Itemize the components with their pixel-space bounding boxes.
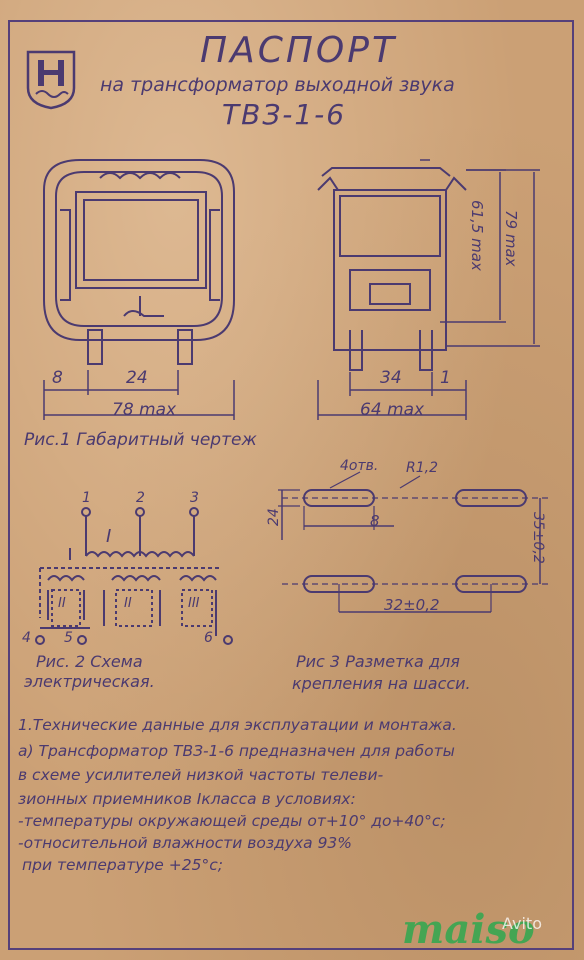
terminal-5: 5 [64,630,73,646]
transformer-model: ТВЗ-1-6 [222,98,347,131]
terminal-6: 6 [204,630,213,646]
watermark-sub: Avito [502,914,542,933]
text-line-7: при температуре +25°с; [22,856,223,874]
document-subtitle: на трансформатор выходной звука [100,74,455,96]
dim-1: 1 [440,368,451,388]
dim-78-max: 78 max [112,400,177,420]
text-line-3: в схеме усилителей низкой частоты телеви… [18,766,384,784]
dim-61-5-max: 61,5 max [468,200,486,271]
text-line-5: -температуры окружающей среды от+10° до+… [18,812,446,830]
mounting-markup [278,471,550,613]
terminal-4: 4 [22,630,31,646]
terminal-2: 2 [136,490,145,506]
radius-label: R1,2 [406,460,438,476]
terminal-3: 3 [190,490,199,506]
dim-24-fig3: 24 [266,508,282,526]
dim-32: 32±0,2 [384,596,440,614]
front-view-drawing [43,159,235,420]
dim-8-fig3: 8 [370,512,380,530]
winding-II-b: II [124,596,132,611]
fig2-caption-line2: электрическая. [24,672,155,691]
winding-II-a: II [58,596,66,611]
fig2-caption-line1: Рис. 2 Схема [36,652,143,671]
electrical-scheme [35,507,233,645]
dim-34: 34 [380,368,402,388]
text-line-1: 1.Технические данные для эксплуатации и … [18,716,457,734]
dim-64-max: 64 max [360,400,425,420]
side-view-drawing [317,159,540,420]
winding-I: I [106,526,112,547]
dim-8: 8 [52,368,63,388]
winding-III: III [188,596,200,611]
watermark-brand: maiso [402,906,535,953]
document-frame [8,20,574,950]
fig3-caption-line1: Рис 3 Разметка для [296,652,460,671]
text-line-6: -относительной влажности воздуха 93% [18,834,353,852]
text-line-2: а) Трансформатор ТВЗ-1-6 предназначен дл… [18,742,455,760]
terminal-1: 1 [82,490,91,506]
document-title: ПАСПОРТ [200,30,397,71]
factory-logo-icon [26,50,76,110]
fig3-caption-line2: крепления на шасси. [292,674,471,693]
fig1-caption: Рис.1 Габаритный чертеж [24,430,257,450]
dim-24: 24 [126,368,148,388]
holes-label: 4отв. [340,458,379,474]
text-line-4: зионных приемников Iкласса в условиях: [18,790,356,808]
dim-79-max: 79 max [502,210,520,267]
dim-35: 35±0,2 [530,512,546,564]
